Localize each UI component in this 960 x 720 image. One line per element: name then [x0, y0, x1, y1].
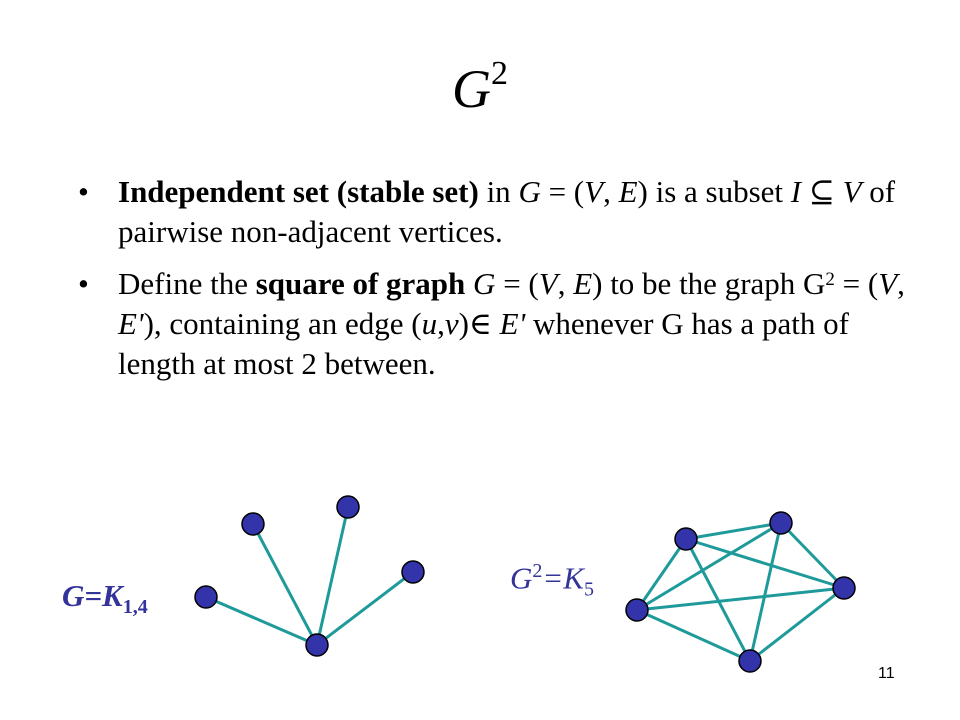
star-edge-3 — [316, 570, 414, 647]
k5-edge-6 — [636, 521, 782, 612]
k5-edge-9 — [636, 608, 751, 663]
k5-vertex-4 — [625, 598, 649, 622]
bullet-independent-set: • Independent set (stable set) in G = (V… — [78, 174, 896, 249]
star-graph-k14 — [194, 495, 425, 657]
k5-vertex-2 — [832, 576, 856, 600]
k5-vertex-3 — [738, 649, 762, 673]
bullet-dot: • — [78, 174, 89, 209]
k5-edge-4 — [779, 521, 846, 590]
k5-vertex-0 — [674, 527, 698, 551]
star-edge-2 — [315, 506, 350, 646]
star-vertex-1 — [194, 585, 218, 609]
k5-edge-8 — [636, 586, 845, 612]
bullet-square-definition: • Define the square of graph G = (V, E) … — [78, 266, 905, 381]
page-number: 11 — [878, 665, 895, 682]
k5-edge-0 — [685, 521, 782, 541]
star-vertex-4 — [401, 560, 425, 584]
star-vertex-2 — [241, 512, 265, 536]
k5-edge-3 — [635, 538, 688, 611]
slide-title: G2 — [452, 55, 508, 119]
star-vertex-3 — [336, 495, 360, 519]
k5-edge-5 — [748, 522, 783, 662]
k5-vertex-1 — [769, 511, 793, 535]
k5-edge-1 — [685, 537, 845, 590]
bullet-dot: • — [78, 266, 89, 301]
star-edge-0 — [205, 595, 318, 647]
star-vertex-0 — [305, 633, 329, 657]
label-star-graph: G=K1,4 — [62, 578, 148, 619]
star-edge-1 — [251, 523, 319, 646]
k5-edge-7 — [749, 586, 845, 663]
complete-graph-k5 — [625, 511, 856, 673]
bullet-list: • Independent set (stable set) in G = (V… — [78, 172, 928, 396]
label-complete-graph: G2=K5 — [510, 560, 594, 601]
